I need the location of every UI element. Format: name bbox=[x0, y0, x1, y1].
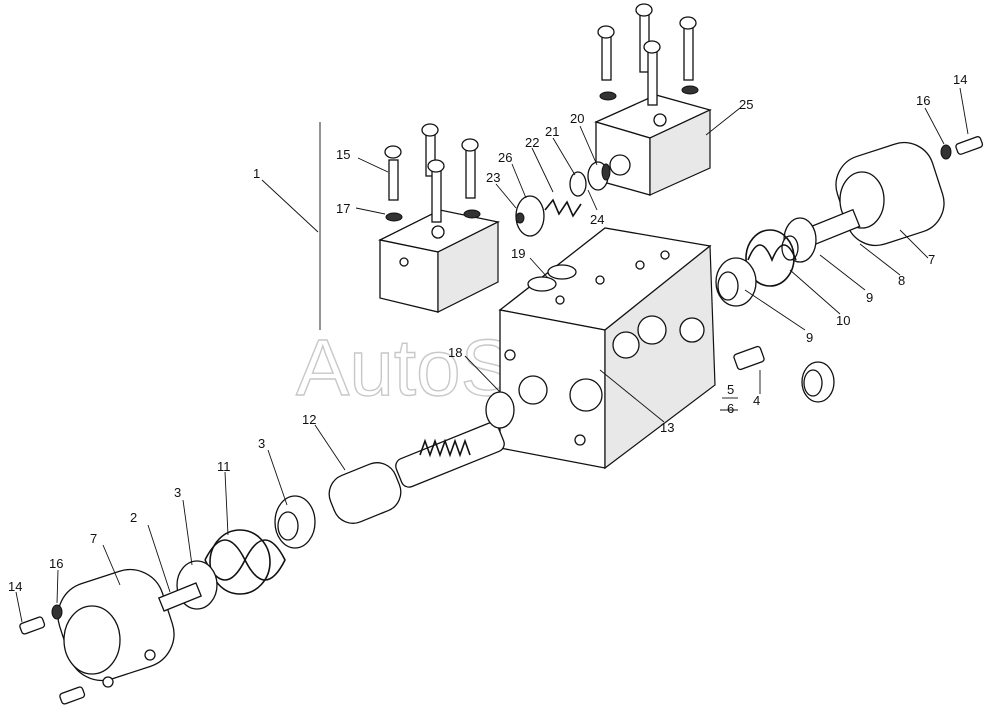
callout-15: 15 bbox=[336, 147, 350, 162]
bolts-15 bbox=[384, 123, 481, 223]
callout-7-right: 7 bbox=[928, 252, 935, 267]
callout-8: 8 bbox=[898, 273, 905, 288]
callout-9-upper: 9 bbox=[866, 290, 873, 305]
left-fasteners bbox=[19, 604, 86, 705]
callout-24: 24 bbox=[590, 212, 604, 227]
callout-6: 6 bbox=[727, 401, 734, 416]
callout-5: 5 bbox=[727, 382, 734, 397]
callout-1: 1 bbox=[253, 166, 260, 181]
callout-10: 10 bbox=[836, 313, 850, 328]
callout-16-right: 16 bbox=[916, 93, 930, 108]
callout-7-left: 7 bbox=[90, 531, 97, 546]
callout-26: 26 bbox=[498, 150, 512, 165]
callout-21: 21 bbox=[545, 124, 559, 139]
o-ring-19 bbox=[527, 264, 577, 292]
cover-block-left bbox=[378, 209, 500, 313]
callout-3-left: 3 bbox=[174, 485, 181, 500]
callout-9-lower: 9 bbox=[806, 330, 813, 345]
callout-20: 20 bbox=[570, 111, 584, 126]
valve-body-13 bbox=[498, 227, 716, 470]
callout-4: 4 bbox=[753, 393, 760, 408]
callout-16-left: 16 bbox=[49, 556, 63, 571]
cover-block-25 bbox=[594, 94, 712, 196]
right-fasteners bbox=[940, 136, 984, 160]
end-cover-left bbox=[57, 568, 203, 688]
callout-3-upper: 3 bbox=[258, 436, 265, 451]
callout-25: 25 bbox=[739, 97, 753, 112]
callout-14-left: 14 bbox=[8, 579, 22, 594]
check-valve-parts bbox=[515, 161, 611, 237]
callout-19: 19 bbox=[511, 246, 525, 261]
callout-11: 11 bbox=[217, 459, 231, 474]
leader-lines bbox=[15, 87, 969, 623]
right-side-parts bbox=[715, 141, 945, 403]
callout-12: 12 bbox=[302, 412, 316, 427]
callout-13: 13 bbox=[660, 420, 674, 435]
callout-18: 18 bbox=[448, 345, 462, 360]
callout-22: 22 bbox=[525, 135, 539, 150]
callout-17: 17 bbox=[336, 201, 350, 216]
callout-2: 2 bbox=[130, 510, 137, 525]
spool-assembly bbox=[328, 391, 515, 524]
callout-14-right: 14 bbox=[953, 72, 967, 87]
callout-labels: 1 2 3 3 4 5 6 7 7 8 9 9 10 11 12 13 14 1… bbox=[8, 72, 967, 594]
bolts-top bbox=[597, 3, 699, 106]
callout-23: 23 bbox=[486, 170, 500, 185]
